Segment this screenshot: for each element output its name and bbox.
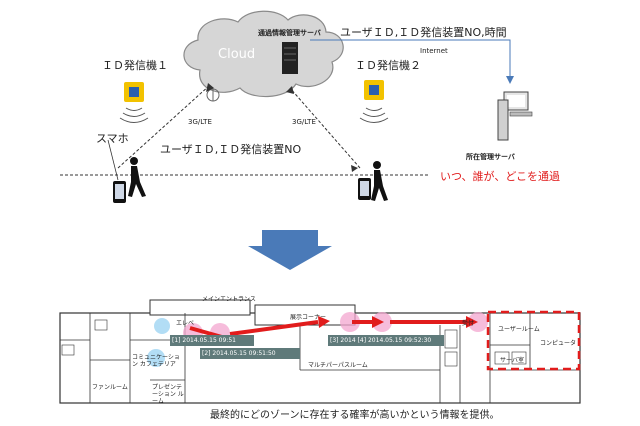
cloud-shape <box>183 10 344 98</box>
person-walking-right-icon <box>371 161 388 201</box>
beacon2-label: ＩＤ発信機２ <box>355 59 421 72</box>
internet-connector <box>310 39 511 78</box>
timestamp-box-1 <box>170 335 254 346</box>
internet-label: Internet <box>420 47 448 55</box>
room-computer: コンピュータ <box>540 340 577 347</box>
link-right-line <box>289 87 361 169</box>
link-right-label: 3G/LTE <box>292 118 316 126</box>
room-communication: コミュニケーション カフェテリア <box>132 354 180 368</box>
flow-down-arrow <box>248 230 332 270</box>
room-exhibit-corner: 展示コーナー <box>290 314 327 321</box>
floor-plan <box>59 299 581 404</box>
location-server-label: 所在管理サーバ <box>466 153 515 161</box>
zone-pink-3 <box>340 312 360 332</box>
beacon1-icon <box>119 82 149 123</box>
timestamp-box-3 <box>328 335 444 346</box>
room-restroom: ファンルーム <box>92 384 128 391</box>
timestamp-1: [1] 2014.05.15 09:51 <box>172 337 236 344</box>
caption: 最終的にどのゾーンに存在する確率が高いかという情報を提供。 <box>210 410 500 421</box>
room-server: サーバ室 <box>500 357 524 364</box>
info-label: ユーザＩＤ,ＩＤ発信装置NO,時間 <box>340 26 507 39</box>
timestamp-box-2 <box>200 348 300 359</box>
beacon2-icon <box>359 80 389 123</box>
timestamp-3: [3] 2014 [4] 2014.05.15 09:52:30 <box>330 337 432 344</box>
link-left-label: 3G/LTE <box>188 118 212 126</box>
smartphone-label: スマホ <box>96 132 129 145</box>
cloud-label: Cloud <box>218 47 256 62</box>
room-multipurpose: マルチパーパスルーム <box>308 362 368 369</box>
user-id-label: ユーザＩＤ,ＩＤ発信装置NO <box>160 143 302 156</box>
smartphone-left-icon <box>113 181 126 203</box>
zone-cyan-2 <box>147 349 165 367</box>
room-elevator: エレベ <box>176 320 195 327</box>
link-left-line <box>117 84 211 169</box>
computer-icon <box>497 91 533 141</box>
room-reception: 受付 <box>462 320 475 327</box>
zone-cyan-1 <box>154 318 170 334</box>
person-walking-left-icon <box>128 157 146 197</box>
room-main-entrance: メインエントランス <box>202 296 256 303</box>
server-tower-icon <box>282 42 298 74</box>
beacon1-label: ＩＤ発信機１ <box>102 59 168 72</box>
room-user: ユーザールーム <box>498 326 540 333</box>
movement-path <box>189 316 478 339</box>
question-text: いつ、誰が、どこを通過 <box>440 170 561 183</box>
target-zone-box <box>486 310 581 371</box>
timestamp-2: [2] 2014.05.15 09:51:50 <box>202 350 276 357</box>
antenna-icon <box>206 88 220 102</box>
room-presentation: プレゼンテーション ルーム <box>152 384 184 405</box>
server-label: 通過情報管理サーバ <box>258 29 321 37</box>
smartphone-right-icon <box>358 178 371 200</box>
